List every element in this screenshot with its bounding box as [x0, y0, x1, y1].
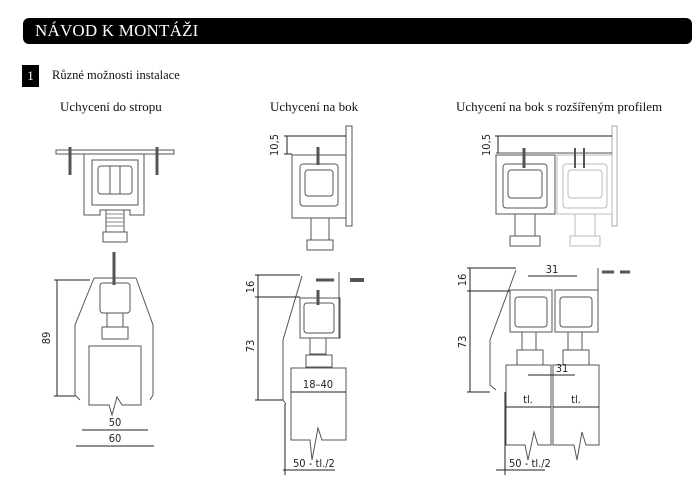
side-mount-section-drawing — [255, 272, 364, 475]
side-mount-title: Uchycení na bok — [270, 99, 359, 114]
ceiling-mount-title: Uchycení do stropu — [60, 99, 162, 114]
dim-label-31-top: 31 — [546, 263, 559, 276]
dim-label-16-extended: 16 — [456, 274, 469, 287]
dim-label-89: 89 — [40, 332, 53, 345]
dim-label-tl-2: tl. — [571, 393, 581, 406]
rail-profile — [83, 154, 145, 216]
threaded-bolt — [310, 217, 330, 241]
rail-profile — [291, 154, 347, 219]
rail-cover — [282, 275, 303, 405]
extended-mount-section-drawing — [467, 267, 630, 475]
dim-label-50: 50 — [109, 416, 122, 429]
ceiling-plate — [55, 149, 175, 155]
threaded-bolt — [105, 209, 125, 233]
bolt-nut — [306, 239, 334, 251]
dim-label-10-5-extended: 10,5 — [480, 134, 493, 156]
dim-label-18-40: 18–40 — [303, 378, 333, 391]
side-mount-top-drawing — [284, 125, 353, 251]
dim-label-73-side: 73 — [244, 340, 257, 353]
door-panel-1 — [505, 364, 552, 461]
dimension-wall-offset — [283, 404, 335, 475]
dim-label-wall-offset-extended: 50 - tl./2 — [509, 457, 551, 470]
rail-cover — [74, 277, 154, 401]
door-panel-2 — [552, 364, 600, 461]
dim-label-10-5-side: 10,5 — [268, 134, 281, 156]
dimension-16-73 — [255, 274, 300, 401]
dim-label-31-bottom: 31 — [556, 362, 569, 375]
dimension-16-73-extended — [467, 267, 516, 393]
step-number-badge: 1 — [22, 65, 39, 87]
rail-profile-rear — [556, 148, 613, 247]
wall-bracket — [345, 125, 353, 227]
dim-label-tl-1: tl. — [523, 393, 533, 406]
trolley-wheel — [559, 296, 593, 328]
dimension-wall-offset-extended — [496, 392, 545, 475]
trolley-wheel — [514, 296, 548, 328]
dimension-10-5 — [284, 135, 346, 155]
dimension-89 — [54, 279, 90, 397]
dim-label-wall-offset-side: 50 - tl./2 — [293, 457, 335, 470]
header-bar: NÁVOD K MONTÁŽI — [23, 18, 692, 44]
page-title: NÁVOD K MONTÁŽI — [35, 21, 199, 40]
trolley-wheel — [304, 169, 334, 197]
dim-label-16-side: 16 — [244, 281, 257, 294]
dim-label-60: 60 — [109, 432, 122, 445]
trolley-wheel — [97, 165, 133, 195]
extended-mount-top-drawing — [495, 125, 618, 247]
side-mount-extended-title: Uchycení na bok s rozšířeným profilem — [456, 99, 663, 114]
ceiling-mount-top-drawing — [55, 147, 175, 243]
trolley-wheel — [303, 302, 335, 334]
trolley-wheel — [507, 169, 543, 199]
bolt-nut — [102, 231, 128, 243]
trolley-wheel — [99, 282, 131, 314]
dim-label-73-extended: 73 — [456, 336, 469, 349]
ceiling-mount-section-drawing — [54, 252, 154, 447]
rail-profile-front — [495, 154, 556, 215]
dimension-10-5-extended — [495, 135, 612, 153]
step-label: Různé možnosti instalace — [52, 68, 180, 82]
door-panel — [88, 345, 142, 417]
rail-cover — [489, 269, 517, 391]
